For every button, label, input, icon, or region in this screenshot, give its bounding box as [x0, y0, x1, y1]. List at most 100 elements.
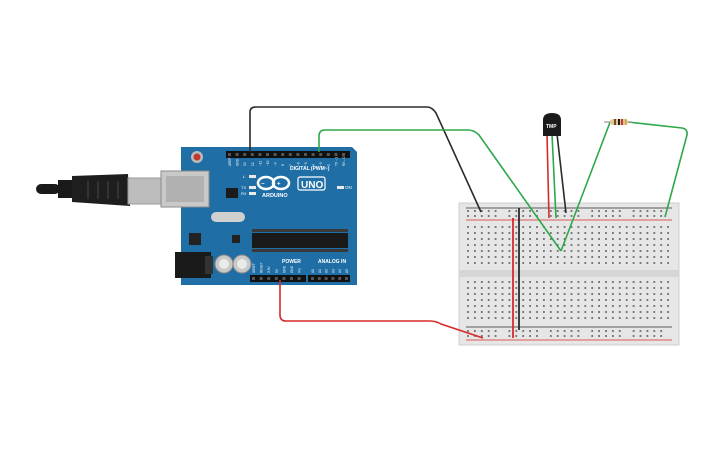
header-socket[interactable] — [288, 153, 292, 156]
breadboard-hole[interactable] — [487, 305, 490, 307]
breadboard-hole[interactable] — [598, 335, 600, 337]
breadboard-hole[interactable] — [563, 287, 566, 289]
breadboard-hole[interactable] — [494, 305, 497, 307]
breadboard-hole[interactable] — [480, 335, 483, 337]
breadboard-hole[interactable] — [508, 256, 511, 258]
breadboard-hole[interactable] — [501, 281, 504, 283]
breadboard-hole[interactable] — [487, 262, 490, 264]
breadboard-hole[interactable] — [577, 281, 580, 283]
breadboard-hole[interactable] — [556, 281, 559, 283]
breadboard-hole[interactable] — [646, 238, 649, 240]
breadboard-hole[interactable] — [467, 262, 469, 264]
breadboard-hole[interactable] — [487, 317, 490, 319]
breadboard-hole[interactable] — [612, 210, 614, 212]
breadboard-hole[interactable] — [529, 293, 531, 295]
breadboard-hole[interactable] — [577, 238, 580, 240]
breadboard-hole[interactable] — [522, 250, 525, 252]
breadboard-hole[interactable] — [563, 262, 566, 264]
breadboard-hole[interactable] — [467, 250, 469, 252]
breadboard-hole[interactable] — [549, 299, 552, 301]
breadboard-hole[interactable] — [667, 226, 669, 228]
breadboard-hole[interactable] — [618, 238, 621, 240]
breadboard-hole[interactable] — [605, 244, 607, 246]
breadboard-hole[interactable] — [653, 250, 656, 252]
breadboard-hole[interactable] — [598, 299, 600, 301]
breadboard-hole[interactable] — [653, 256, 656, 258]
breadboard-hole[interactable] — [570, 330, 573, 332]
breadboard-hole[interactable] — [591, 311, 594, 313]
breadboard-hole[interactable] — [667, 305, 669, 307]
breadboard-hole[interactable] — [570, 299, 573, 301]
breadboard-hole[interactable] — [625, 287, 628, 289]
breadboard-hole[interactable] — [653, 232, 656, 234]
breadboard-hole[interactable] — [667, 250, 669, 252]
breadboard-hole[interactable] — [618, 226, 621, 228]
breadboard-hole[interactable] — [515, 293, 518, 295]
breadboard-hole[interactable] — [467, 226, 469, 228]
breadboard-hole[interactable] — [639, 244, 642, 246]
breadboard-hole[interactable] — [584, 262, 587, 264]
breadboard-hole[interactable] — [522, 281, 525, 283]
breadboard-hole[interactable] — [660, 210, 663, 212]
breadboard-hole[interactable] — [591, 238, 594, 240]
breadboard-hole[interactable] — [536, 226, 538, 228]
breadboard-hole[interactable] — [605, 287, 607, 289]
breadboard-hole[interactable] — [612, 330, 614, 332]
breadboard-hole[interactable] — [646, 256, 649, 258]
breadboard-hole[interactable] — [598, 262, 600, 264]
breadboard-hole[interactable] — [612, 262, 614, 264]
breadboard-hole[interactable] — [563, 232, 566, 234]
header-socket[interactable] — [243, 153, 247, 156]
breadboard-hole[interactable] — [515, 262, 518, 264]
breadboard-hole[interactable] — [653, 335, 656, 337]
breadboard-hole[interactable] — [577, 256, 580, 258]
breadboard-hole[interactable] — [605, 281, 607, 283]
breadboard-hole[interactable] — [501, 311, 504, 313]
breadboard-hole[interactable] — [591, 330, 594, 332]
breadboard-hole[interactable] — [605, 256, 607, 258]
breadboard-hole[interactable] — [653, 226, 656, 228]
breadboard-hole[interactable] — [653, 311, 656, 313]
breadboard-hole[interactable] — [584, 299, 587, 301]
breadboard-hole[interactable] — [536, 250, 538, 252]
breadboard-hole[interactable] — [639, 226, 642, 228]
breadboard-hole[interactable] — [653, 305, 656, 307]
breadboard-hole[interactable] — [549, 335, 552, 337]
breadboard-hole[interactable] — [549, 262, 552, 264]
breadboard-hole[interactable] — [618, 305, 621, 307]
breadboard-hole[interactable] — [591, 215, 594, 217]
breadboard-hole[interactable] — [536, 287, 538, 289]
breadboard-hole[interactable] — [494, 250, 497, 252]
breadboard-hole[interactable] — [605, 317, 607, 319]
breadboard-hole[interactable] — [577, 250, 580, 252]
breadboard-hole[interactable] — [480, 232, 483, 234]
breadboard-hole[interactable] — [625, 256, 628, 258]
breadboard-hole[interactable] — [529, 287, 531, 289]
breadboard-hole[interactable] — [563, 210, 566, 212]
breadboard-hole[interactable] — [570, 256, 573, 258]
breadboard-hole[interactable] — [474, 311, 476, 313]
breadboard-hole[interactable] — [529, 311, 531, 313]
breadboard-hole[interactable] — [660, 262, 663, 264]
breadboard-hole[interactable] — [598, 293, 600, 295]
breadboard-hole[interactable] — [543, 293, 545, 295]
breadboard-hole[interactable] — [618, 330, 621, 332]
breadboard-hole[interactable] — [480, 317, 483, 319]
breadboard-hole[interactable] — [515, 238, 518, 240]
breadboard-hole[interactable] — [474, 238, 476, 240]
breadboard-hole[interactable] — [474, 299, 476, 301]
breadboard-hole[interactable] — [612, 311, 614, 313]
breadboard-hole[interactable] — [653, 317, 656, 319]
breadboard-hole[interactable] — [598, 250, 600, 252]
breadboard-hole[interactable] — [474, 256, 476, 258]
breadboard-hole[interactable] — [549, 250, 552, 252]
breadboard-hole[interactable] — [508, 262, 511, 264]
breadboard-hole[interactable] — [639, 305, 642, 307]
breadboard-hole[interactable] — [612, 317, 614, 319]
breadboard-hole[interactable] — [598, 281, 600, 283]
breadboard-hole[interactable] — [577, 232, 580, 234]
breadboard-hole[interactable] — [494, 335, 497, 337]
breadboard-hole[interactable] — [598, 287, 600, 289]
breadboard-hole[interactable] — [480, 238, 483, 240]
breadboard-hole[interactable] — [515, 281, 518, 283]
